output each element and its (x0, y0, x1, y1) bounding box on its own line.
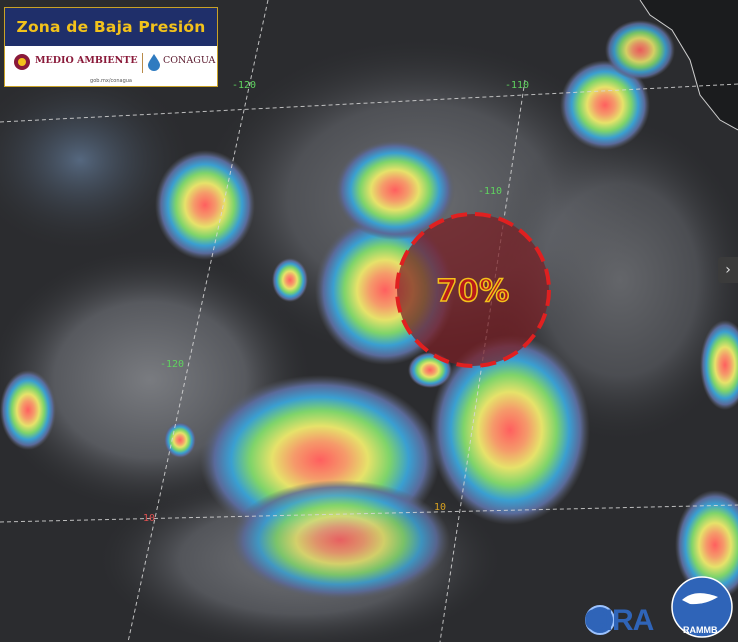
storm-cell (0, 370, 56, 450)
storm-cell (605, 20, 675, 80)
cira-logo-globe (585, 605, 615, 635)
medio-ambiente-logo: MEDIO AMBIENTE (35, 55, 138, 66)
storm-cell (230, 480, 450, 600)
latitude-label: 10 (143, 513, 156, 524)
latitude-label: 10 (434, 502, 447, 513)
banner-footer: gob.mx/conagua (90, 78, 132, 84)
coastline-landmass (640, 0, 738, 130)
probability-label: 70% (436, 273, 510, 310)
longitude-label: -120 (232, 80, 257, 91)
info-banner: Zona de Baja Presión MEDIO AMBIENTE CONA… (4, 7, 218, 87)
storm-cell (164, 422, 196, 458)
storm-cell (675, 490, 738, 600)
coastline-border (639, 0, 738, 131)
cira-logo: CIRA (584, 604, 654, 637)
next-chevron-button[interactable]: › (718, 257, 738, 283)
storm-cell (155, 150, 255, 260)
emblem-icon (14, 54, 30, 70)
storm-cell (335, 140, 455, 240)
storm-cell (700, 320, 738, 410)
agency-logos: MEDIO AMBIENTE CONAGUA (5, 48, 217, 76)
banner-title: Zona de Baja Presión (5, 8, 217, 46)
water-drop-icon (148, 54, 160, 71)
rammb-logo-cloud (682, 593, 718, 605)
rammb-label: RAMMB (683, 625, 718, 635)
storm-cell (430, 335, 590, 525)
longitude-label: -110 (478, 186, 503, 197)
conagua-logo: CONAGUA (163, 55, 216, 66)
chevron-right-icon: › (725, 262, 731, 278)
longitude-label: -120 (160, 359, 185, 370)
low-pressure-zone-circle[interactable] (395, 212, 551, 368)
longitude-label: -110 (505, 80, 530, 91)
rammb-logo (671, 576, 733, 638)
storm-cell (560, 60, 650, 150)
logo-divider (142, 53, 143, 73)
storm-cell (272, 258, 308, 302)
